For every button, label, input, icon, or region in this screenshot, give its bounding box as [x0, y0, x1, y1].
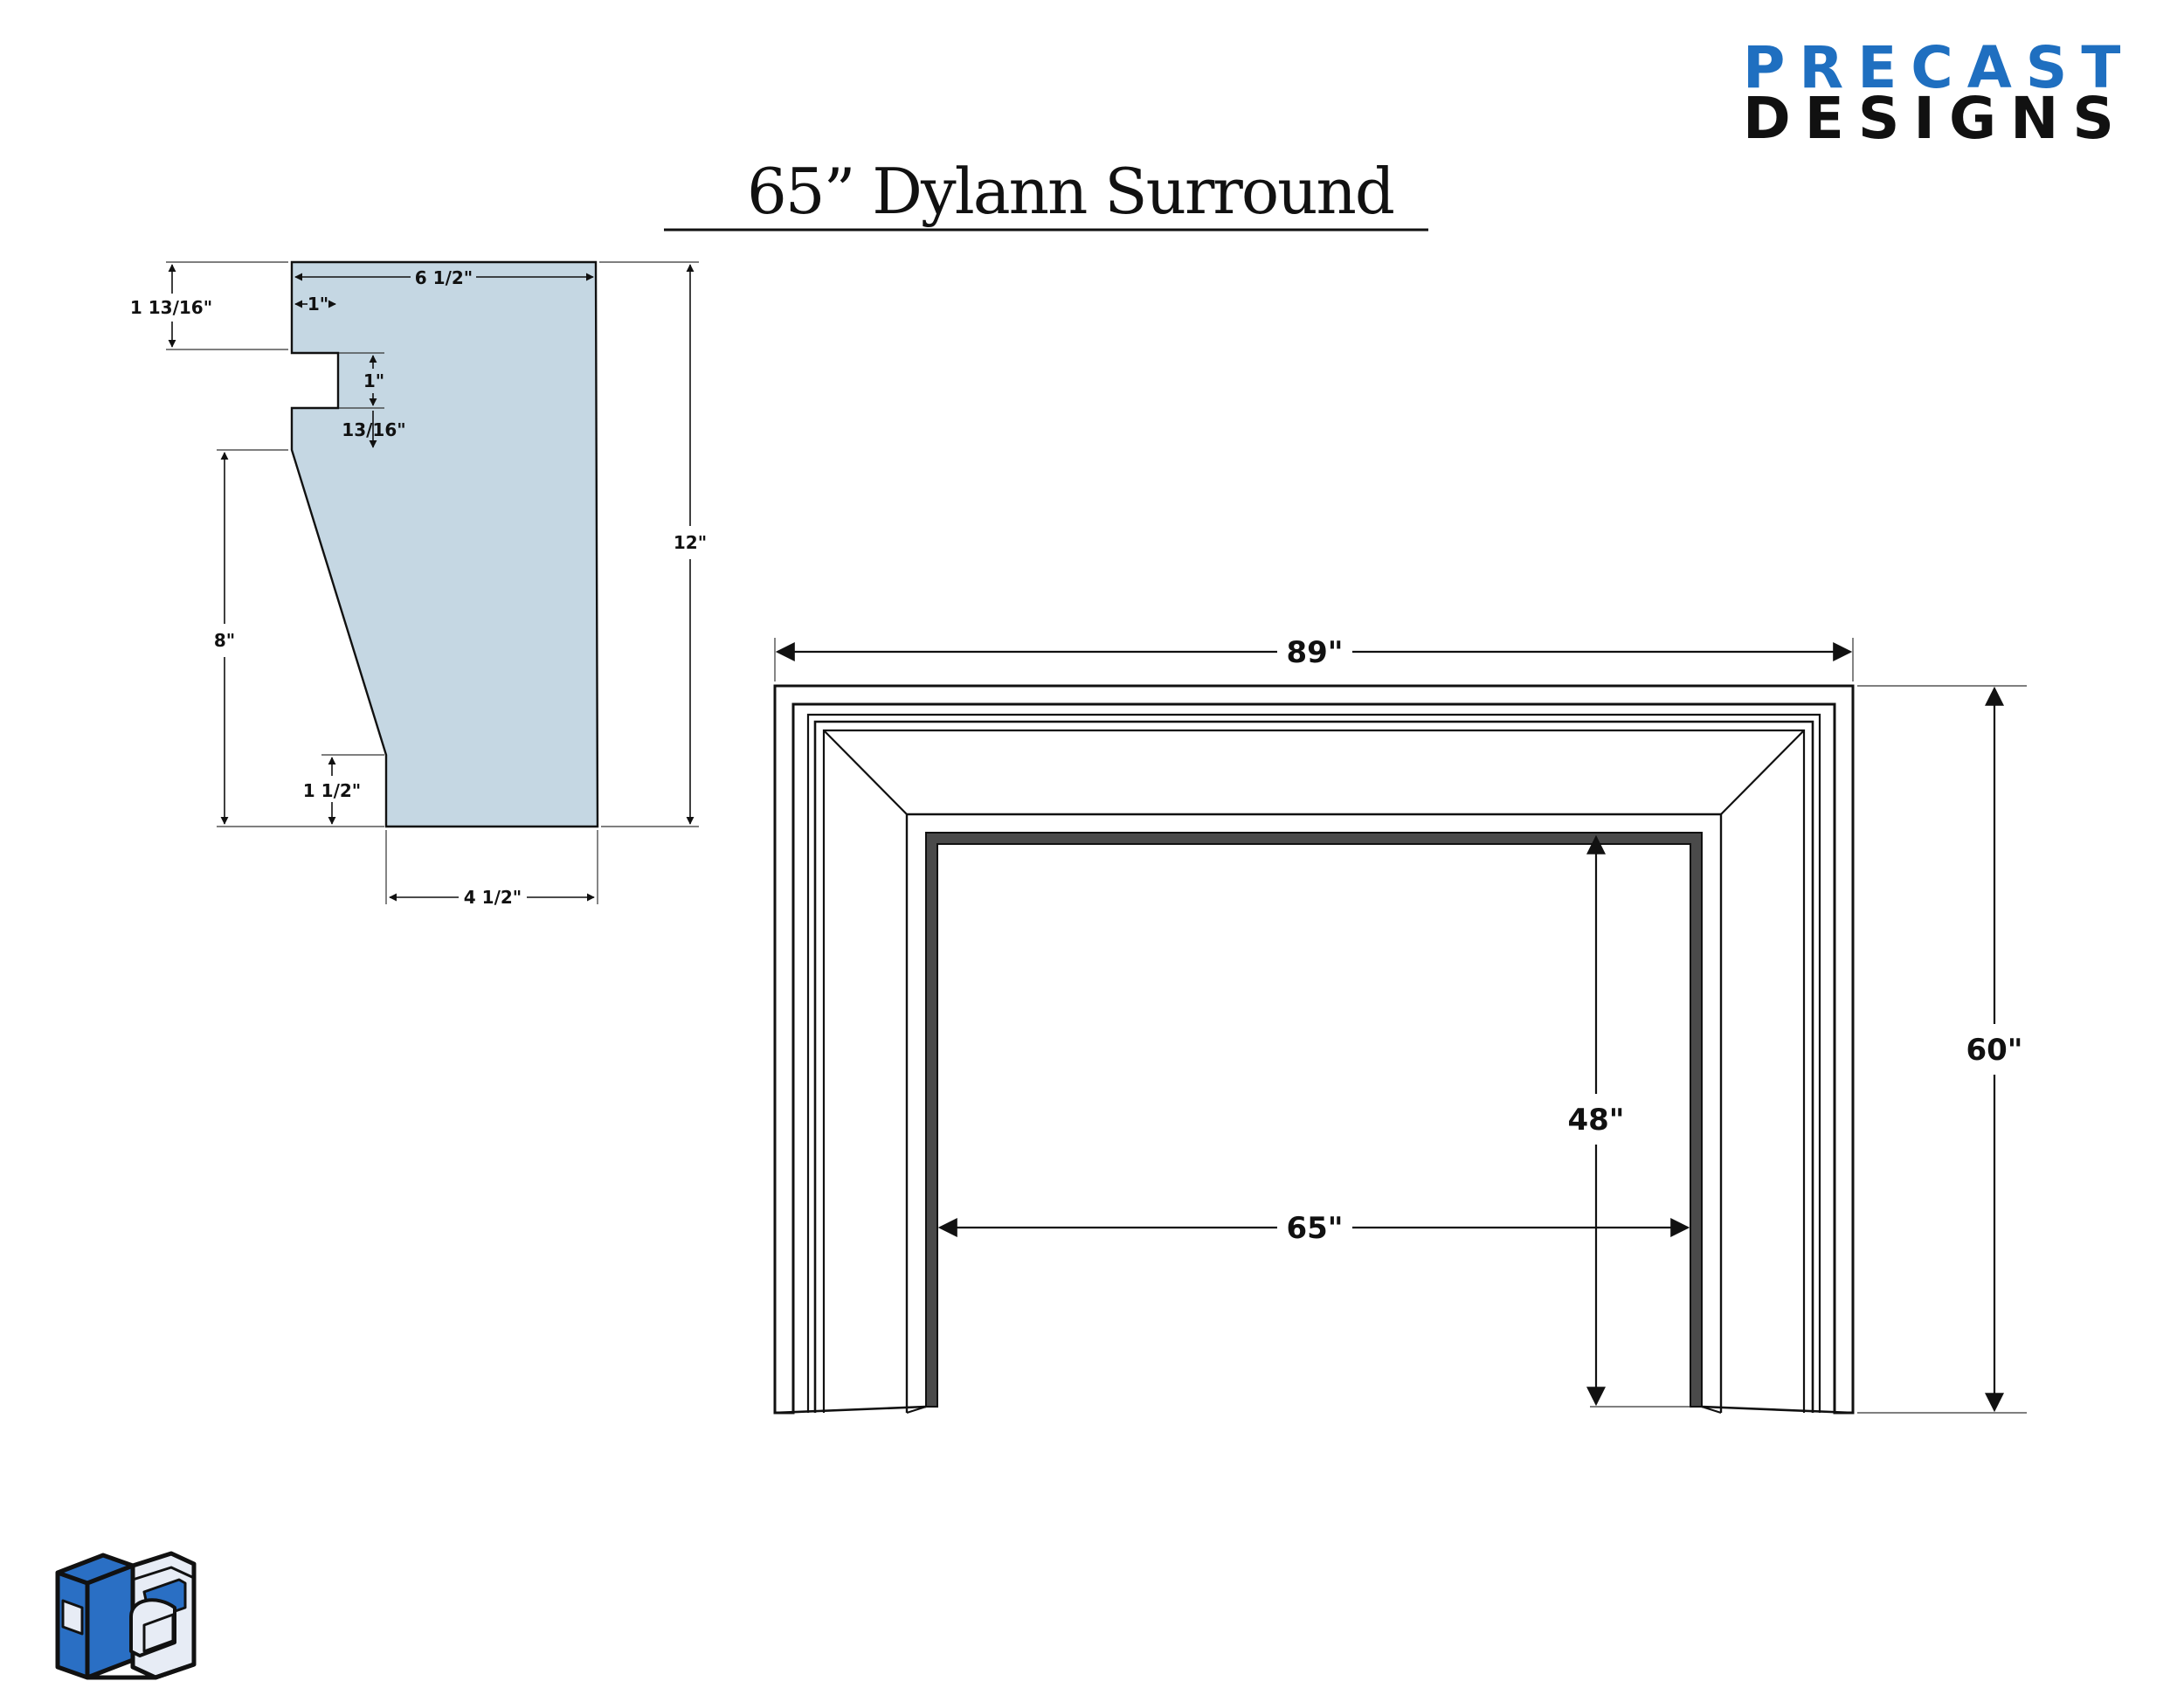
miter-right	[1720, 730, 1805, 815]
profile-shape	[290, 260, 599, 828]
leg-bottom-detail	[1701, 1406, 1722, 1414]
dim-overall-height: 12"	[674, 532, 707, 553]
brand-logo-text: PRECAST DESIGNS	[1743, 34, 2134, 152]
leg-bottom-detail	[906, 1406, 927, 1414]
surround-step-4	[822, 729, 1806, 1413]
dim-top-band: 1 13/16"	[130, 297, 212, 318]
brand-line-2: DESIGNS	[1743, 85, 2128, 152]
surround-step-3	[813, 720, 1814, 1413]
surround-step-1	[791, 702, 1836, 1413]
dim-outer-height: 60"	[1966, 1033, 2022, 1068]
surround-inner-edge	[905, 813, 1723, 1413]
surround-elevation: 89" 60" 48" 65"	[773, 635, 2027, 1415]
dim-top-width: 6 1/2"	[415, 267, 473, 288]
dim-lip: 13/16"	[342, 419, 405, 440]
dim-overall-width: 89"	[1286, 635, 1343, 670]
company-logo-icon	[55, 1551, 197, 1680]
surround-step-2	[806, 713, 1821, 1413]
dim-opening-width: 65"	[1286, 1211, 1343, 1246]
profile-section: 6 1/2" 1" 1 13/16" 1" 13/16" 12" 8" 1 1/…	[130, 260, 707, 908]
leg-bottom-left	[774, 1405, 927, 1415]
dim-notch-height: 1"	[363, 370, 384, 391]
dim-opening-height: 48"	[1567, 1103, 1624, 1138]
dim-notch-depth: 1"	[308, 294, 328, 315]
dim-base-height: 1 1/2"	[303, 780, 361, 801]
page-title: 65” Dylann Surround	[747, 155, 1393, 228]
leg-bottom-right	[1701, 1405, 1854, 1415]
dim-taper-height: 8"	[214, 630, 235, 651]
brand-line-1: PRECAST	[1743, 34, 2134, 101]
dim-base-width: 4 1/2"	[464, 887, 522, 908]
miter-left	[823, 730, 908, 815]
